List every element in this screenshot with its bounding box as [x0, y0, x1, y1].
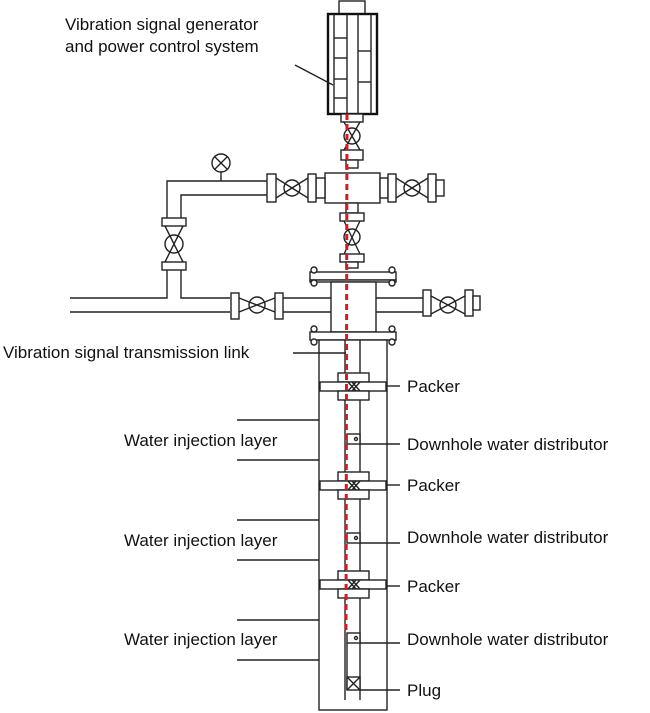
left-bypass-pipe [166, 180, 267, 218]
transmission-link-label: Vibration signal transmission link [3, 343, 250, 362]
generator-leader-line [294, 64, 334, 86]
layer-label-2: Water injection layer [124, 531, 278, 550]
inlet-pipe [70, 270, 230, 313]
packer-label-2: Packer [407, 476, 460, 495]
layer-lines [237, 419, 319, 661]
bypass-valve [161, 217, 187, 271]
right-upper-valve [379, 173, 445, 203]
packer-label-1: Packer [407, 377, 460, 396]
distributor-label-2: Downhole water distributor [407, 528, 609, 547]
casing [318, 339, 388, 711]
plug-label: Plug [407, 681, 441, 700]
plug [346, 676, 361, 691]
generator-label-line2: and power control system [65, 37, 259, 56]
tee-cross [324, 172, 381, 204]
distributor-2 [346, 532, 361, 544]
top-valve [340, 113, 364, 169]
distributor-label-1: Downhole water distributor [407, 435, 609, 454]
distributor-label-3: Downhole water distributor [407, 630, 609, 649]
distributor-1 [346, 433, 361, 445]
wellhead [309, 266, 397, 346]
layer-label-3: Water injection layer [124, 630, 278, 649]
signal-generator [326, 0, 379, 116]
left-upper-valve [266, 173, 326, 203]
signal-transmission-link [344, 113, 349, 631]
packer-3 [319, 570, 387, 599]
packer-label-3: Packer [407, 577, 460, 596]
middle-valve [339, 202, 365, 269]
distributor-3 [346, 632, 361, 644]
left-lower-valve [230, 292, 331, 320]
right-lower-valve [376, 289, 481, 317]
generator-label-line1: Vibration signal generator [65, 15, 259, 34]
pressure-gauge-icon [211, 153, 231, 173]
layer-label-1: Water injection layer [124, 431, 278, 450]
